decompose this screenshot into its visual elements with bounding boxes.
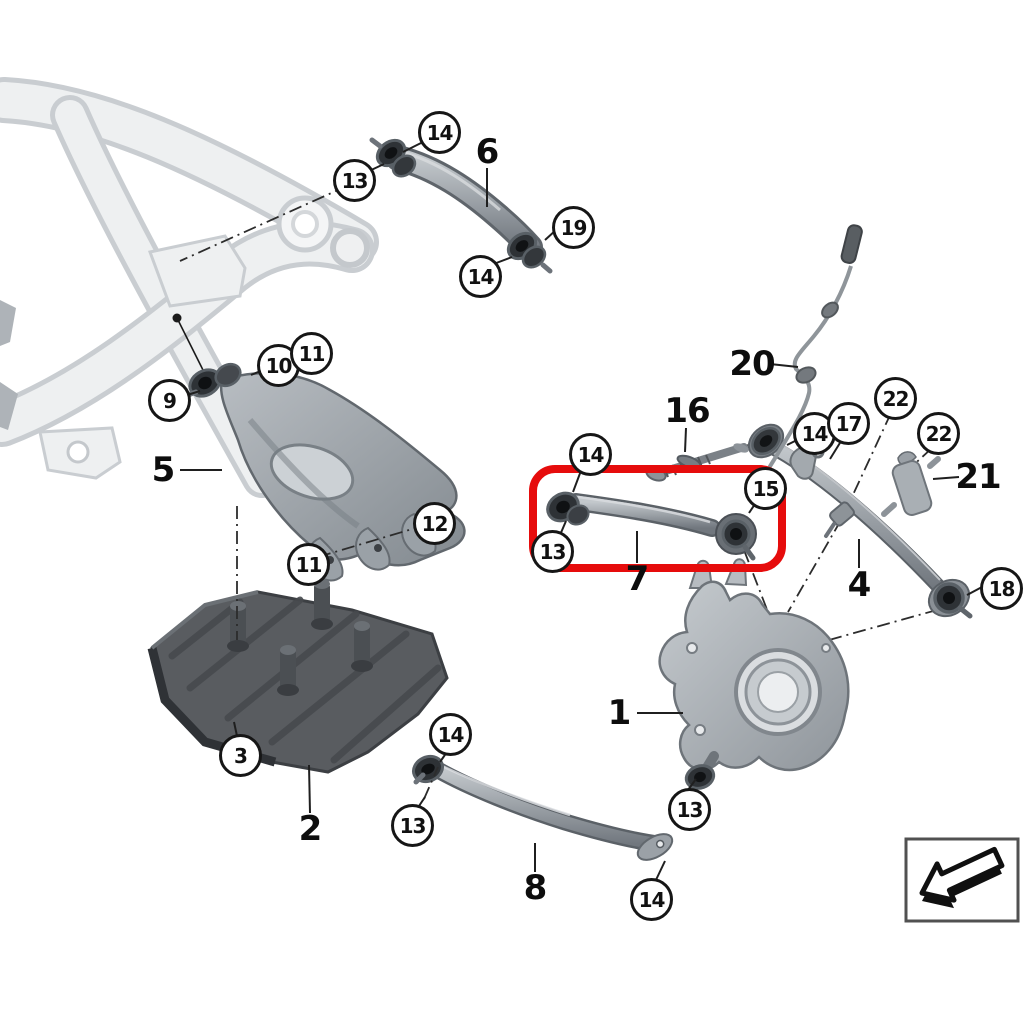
upper-link-7 — [546, 491, 757, 561]
assembly-axis-lines-front — [236, 506, 439, 800]
skid-plate-2 — [147, 579, 449, 774]
bolt-16 — [645, 443, 749, 482]
direction-arrow-icon — [904, 837, 1020, 923]
toe-arm-4 — [747, 423, 973, 619]
abs-sensor-cable-20 — [765, 224, 863, 473]
wheel-carrier-1 — [658, 558, 850, 800]
rear-subframe-ghost — [0, 77, 379, 498]
bracket-21 — [881, 451, 941, 517]
control-arm-8 — [411, 754, 674, 861]
highlight-box — [529, 465, 786, 572]
upper-control-arm-6 — [369, 137, 553, 274]
control-arm-5 — [185, 362, 466, 582]
skid-plate-studs — [227, 579, 373, 696]
arrow-face — [919, 846, 1005, 903]
